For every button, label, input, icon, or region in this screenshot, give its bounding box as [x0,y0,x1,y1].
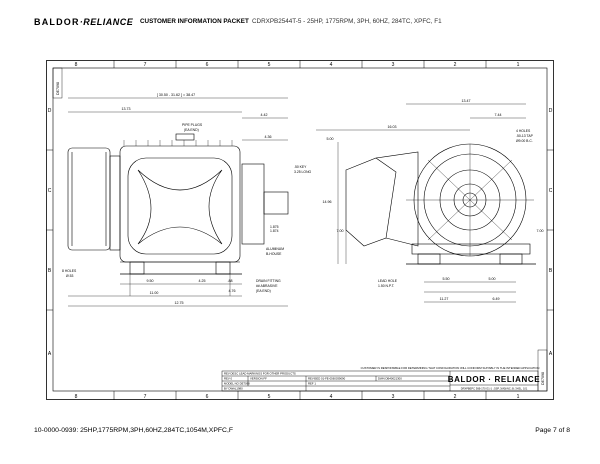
dim-text: Ø.53 [66,274,73,278]
dim-text: 7.00 [537,229,544,233]
dim-text: ## ABRASIVE [256,284,278,288]
dim-text: .88 [228,279,233,283]
title-block [221,370,539,392]
row-label: B [48,268,52,274]
dim-text: 14.96 [323,200,332,204]
dim-text: 3.25 LONG [294,170,312,174]
tb-brand: BALDOR · RELIANCE [448,375,540,384]
col-label: 3 [392,62,395,68]
col-label: 7 [144,62,147,68]
col-label: 5 [268,62,271,68]
dim-text: 6.49 [493,297,500,301]
row-label: D [549,108,553,114]
dim-text: 12.75 [175,301,184,305]
dim-text: (EA END) [184,128,199,132]
tb-row: REV DESC LEAD MARKINGS FOR OTHER PRODUCT… [224,372,296,376]
dim-text: .50-13 TAP [516,134,534,138]
row-label: D [48,108,52,114]
row-label: C [48,188,52,194]
tb-row: BY DWAL1980 [224,387,243,391]
dim-text: 7.44 [495,113,502,117]
dim-text: DRAIN FITTING [256,279,281,283]
tb-row: MODEL NO DE7098 [224,382,250,386]
dim-text: 11.27 [440,297,449,301]
col-label: 6 [206,394,209,400]
col-label: 3 [392,394,395,400]
dim-text: 4.76 [229,289,236,293]
dim-text: 8 HOLES [62,269,77,273]
dim-text: 4.25 [199,279,206,283]
dim-text: 13.47 [462,99,471,103]
row-label: B [549,268,553,274]
dim-text: [ 30.50 - 31.62 ] = 38.47 [157,93,195,97]
logo-baldor: BALDOR [34,17,80,27]
col-label: 6 [206,62,209,68]
col-label: 8 [75,394,78,400]
col-label: 4 [330,394,333,400]
col-label: 4 [330,62,333,68]
side-tag: DE7098 [56,82,60,95]
tb-row: REV 0 [224,377,233,381]
col-label: 8 [75,62,78,68]
dim-text: 5.00 [327,137,334,141]
col-label: 2 [454,62,457,68]
dim-text: (EA END) [256,289,271,293]
tb-subtitle: DRXPBEPC 36B-170 G1-1 ; 5SP, 3(40)/NC; B… [461,387,528,391]
dim-text: .50 KEY [294,165,307,169]
col-label: 5 [268,394,271,400]
col-label: 2 [454,394,457,400]
side-tag: DE7098 [541,372,545,385]
row-label: C [549,188,553,194]
dimension-drawing: 8 7 6 5 4 3 2 1 8 7 6 5 4 3 2 1 D C B A … [46,60,554,400]
dim-text: Ø9.00 B.C. [516,139,533,143]
disclaimer-note: CUSTOMER IS RESPONSIBLE FOR DETERMINING … [361,366,540,370]
dim-text: LEAD HOLE [378,279,398,283]
packet-title: CUSTOMER INFORMATION PACKET [140,18,249,25]
dim-text: 4.36 [265,135,272,139]
footer-part-description: 10-0000-0939: 25HP,1775RPM,3PH,60HZ,284T… [34,427,233,434]
dim-text: 9.50 [147,279,154,283]
dim-text: 13.73 [122,107,131,111]
col-label: 1 [517,62,520,68]
motor-end-view [345,143,536,265]
dim-text: 1.50 N.P.T. [378,284,394,288]
dim-text: 16.03 [388,125,397,129]
tb-row: REVISED 01-FE-0560039090 [308,377,346,381]
dim-text: 4.42 [261,113,268,117]
dim-text: 11.00 [150,291,159,295]
dim-text: 5.50 [443,277,450,281]
motor-side-view [67,133,289,275]
logo-reliance: RELIANCE [83,17,134,27]
dim-text: B-HOUSE [266,252,282,256]
col-label: 7 [144,394,147,400]
model-description: CDRXPB2544T-5 - 25HP, 1775RPM, 3PH, 60HZ… [252,18,442,25]
page-header: BALDOR·RELIANCE CUSTOMER INFORMATION PAC… [0,0,600,40]
dim-text: 4 HOLES [516,129,531,133]
brand-logo: BALDOR·RELIANCE [34,17,134,27]
row-label: A [48,351,52,357]
dim-text: 1.874 [270,229,279,233]
tb-row: VERSION FF [250,377,267,381]
dim-text: 5.00 [489,277,496,281]
tb-row: REF 1 [308,382,316,386]
dim-text: ALUMINUM [266,247,284,251]
tb-row: DWN DB40021300 [378,377,402,381]
col-label: 1 [517,394,520,400]
footer-page-number: Page 7 of 8 [535,427,570,434]
dim-text: 1.875 [270,225,279,229]
dim-text: PIPE PLUGS [182,123,203,127]
dim-text: 7.00 [337,229,344,233]
row-label: A [549,351,553,357]
